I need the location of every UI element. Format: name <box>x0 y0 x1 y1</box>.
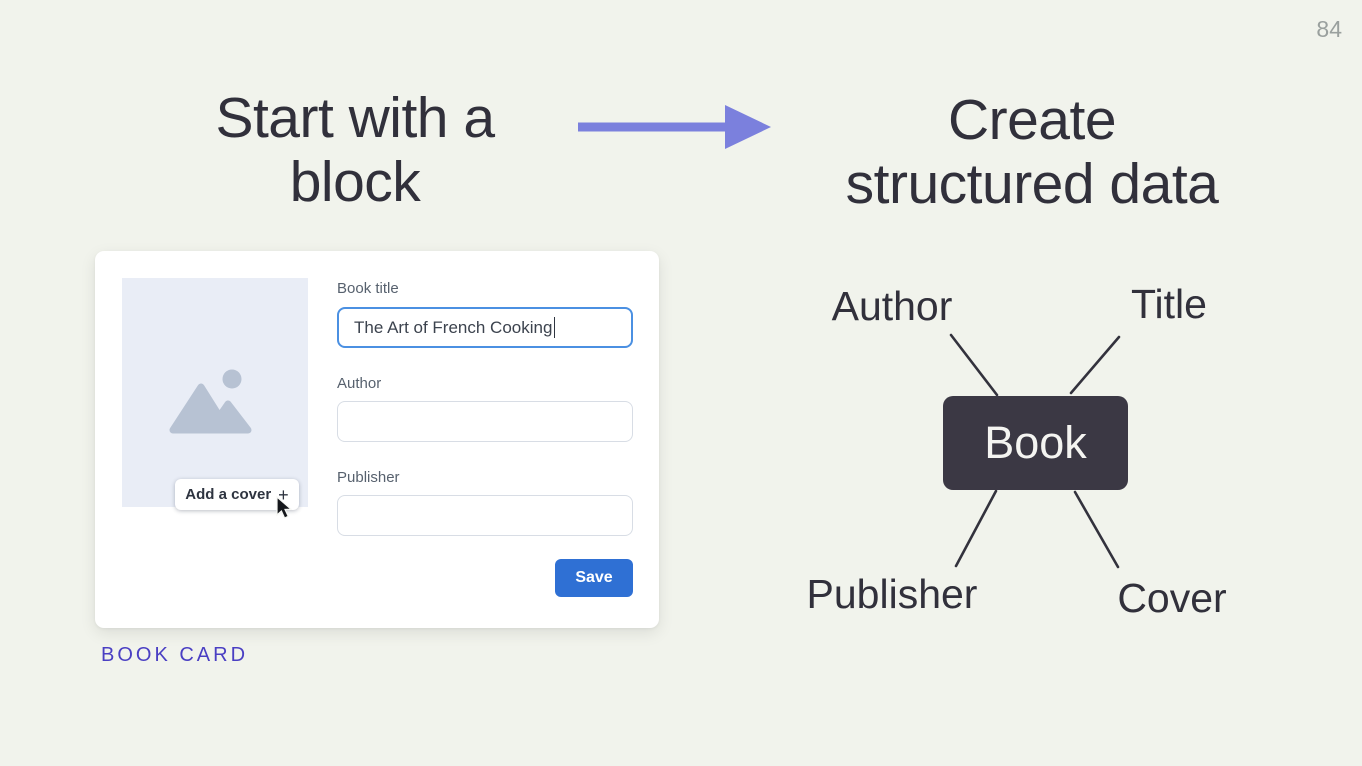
author-label: Author <box>337 375 382 392</box>
diagram-label-cover: Cover <box>1117 575 1227 621</box>
right-heading: Create structured data <box>808 88 1256 216</box>
book-card: Add a cover + Book title The Art of Fren… <box>95 251 659 628</box>
book-title-value: The Art of French Cooking <box>354 317 553 337</box>
publisher-input[interactable] <box>337 495 633 536</box>
right-heading-line2: structured data <box>845 152 1219 216</box>
card-caption: BOOK CARD <box>101 644 249 666</box>
diagram-label-author: Author <box>831 283 953 329</box>
left-heading-line1: Start with a <box>215 86 495 150</box>
add-cover-button[interactable]: Add a cover + <box>175 479 299 510</box>
right-heading-line1: Create <box>947 88 1117 152</box>
left-heading: Start with a block <box>150 86 560 214</box>
page-number: 84 <box>1316 16 1342 42</box>
image-placeholder-icon <box>169 369 252 434</box>
text-caret <box>554 317 556 338</box>
add-cover-label: Add a cover <box>185 486 272 503</box>
book-title-input[interactable]: The Art of French Cooking <box>337 307 633 348</box>
book-title-label: Book title <box>337 280 399 297</box>
author-input[interactable] <box>337 401 633 442</box>
diagram-connector-lines <box>949 333 1121 569</box>
cursor-icon <box>276 496 293 519</box>
diagram-label-publisher: Publisher <box>806 571 978 617</box>
diagram-book-node: Book <box>943 396 1128 490</box>
structured-data-diagram: Author Title Publisher Cover Book <box>790 270 1270 630</box>
cover-placeholder: Add a cover + <box>122 278 308 519</box>
left-heading-line2: block <box>289 150 421 214</box>
publisher-label: Publisher <box>337 469 400 486</box>
save-button[interactable]: Save <box>555 559 633 597</box>
right-arrow-icon <box>578 105 771 149</box>
plus-icon: + <box>278 484 289 505</box>
diagram-label-title: Title <box>1131 281 1207 327</box>
